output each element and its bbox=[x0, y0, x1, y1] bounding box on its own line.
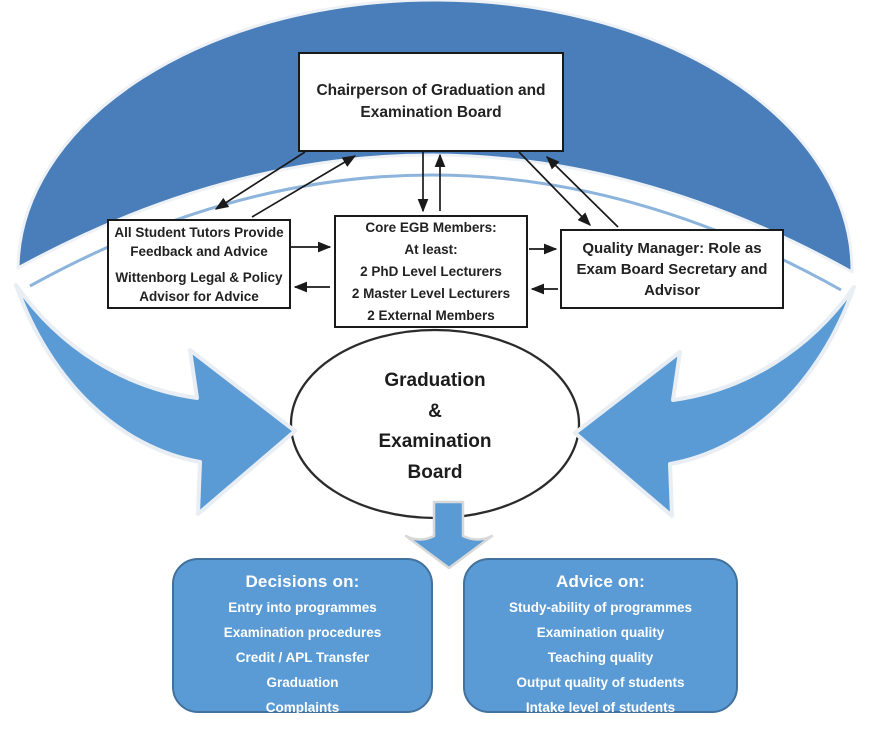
core-line: 2 Master Level Lecturers bbox=[351, 285, 511, 301]
chairperson-line: Chairperson of Graduation and bbox=[316, 82, 546, 99]
decisions-item: Complaints bbox=[265, 700, 340, 715]
chairperson-box: Chairperson of Graduation and Examinatio… bbox=[298, 52, 564, 152]
core-line: Core EGB Members: bbox=[365, 219, 497, 235]
down-arrow-icon bbox=[404, 500, 494, 570]
decisions-item: Examination procedures bbox=[223, 625, 382, 640]
ellipse-line: Board bbox=[407, 461, 463, 483]
advice-item: Study-ability of programmes bbox=[508, 600, 693, 615]
connector-chair-to-quality bbox=[518, 151, 591, 226]
core-line: 2 External Members bbox=[367, 307, 495, 323]
tutors-line: All Student Tutors Provide bbox=[114, 224, 284, 240]
advice-item: Output quality of students bbox=[516, 675, 685, 690]
decisions-box: Decisions on: Entry into programmes Exam… bbox=[172, 558, 433, 715]
connector-quality-to-chair bbox=[546, 156, 619, 228]
decisions-title: Decisions on: bbox=[245, 572, 360, 591]
core-line: 2 PhD Level Lecturers bbox=[360, 263, 502, 279]
connector-arrows bbox=[214, 151, 619, 295]
decisions-item: Entry into programmes bbox=[228, 600, 377, 615]
advice-item: Teaching quality bbox=[547, 650, 654, 665]
ellipse-line: Graduation bbox=[384, 370, 486, 391]
flow-arrow-right bbox=[573, 285, 856, 518]
quality-line: Advisor bbox=[644, 281, 700, 299]
connector-tutors-to-chair bbox=[251, 155, 357, 218]
tutors-line: Wittenborg Legal & Policy bbox=[115, 269, 283, 285]
advice-item: Intake level of students bbox=[525, 700, 676, 715]
flow-arrow-left bbox=[14, 283, 297, 516]
tutors-line: Feedback and Advice bbox=[130, 243, 268, 259]
student-tutors-box: All Student Tutors Provide Feedback and … bbox=[107, 219, 291, 309]
decisions-item: Credit / APL Transfer bbox=[235, 650, 370, 665]
quality-manager-box: Quality Manager: Role as Exam Board Secr… bbox=[560, 229, 784, 309]
quality-line: Quality Manager: Role as bbox=[582, 239, 762, 257]
core-egb-members-box: Core EGB Members: At least: 2 PhD Level … bbox=[334, 215, 528, 328]
core-line: At least: bbox=[404, 241, 458, 257]
board-ellipse-label: Graduation & Examination Board bbox=[335, 366, 535, 488]
advice-item: Examination quality bbox=[536, 625, 665, 640]
connector-chair-to-tutors bbox=[214, 151, 306, 210]
tutors-line: Advisor for Advice bbox=[139, 288, 259, 304]
chairperson-line: Examination Board bbox=[360, 104, 502, 121]
decisions-item: Graduation bbox=[266, 675, 339, 690]
advice-title: Advice on: bbox=[556, 572, 645, 591]
ellipse-line: & bbox=[428, 400, 442, 422]
quality-line: Exam Board Secretary and bbox=[576, 260, 768, 278]
ellipse-line: Examination bbox=[378, 431, 492, 452]
advice-box: Advice on: Study-ability of programmes E… bbox=[463, 558, 738, 715]
